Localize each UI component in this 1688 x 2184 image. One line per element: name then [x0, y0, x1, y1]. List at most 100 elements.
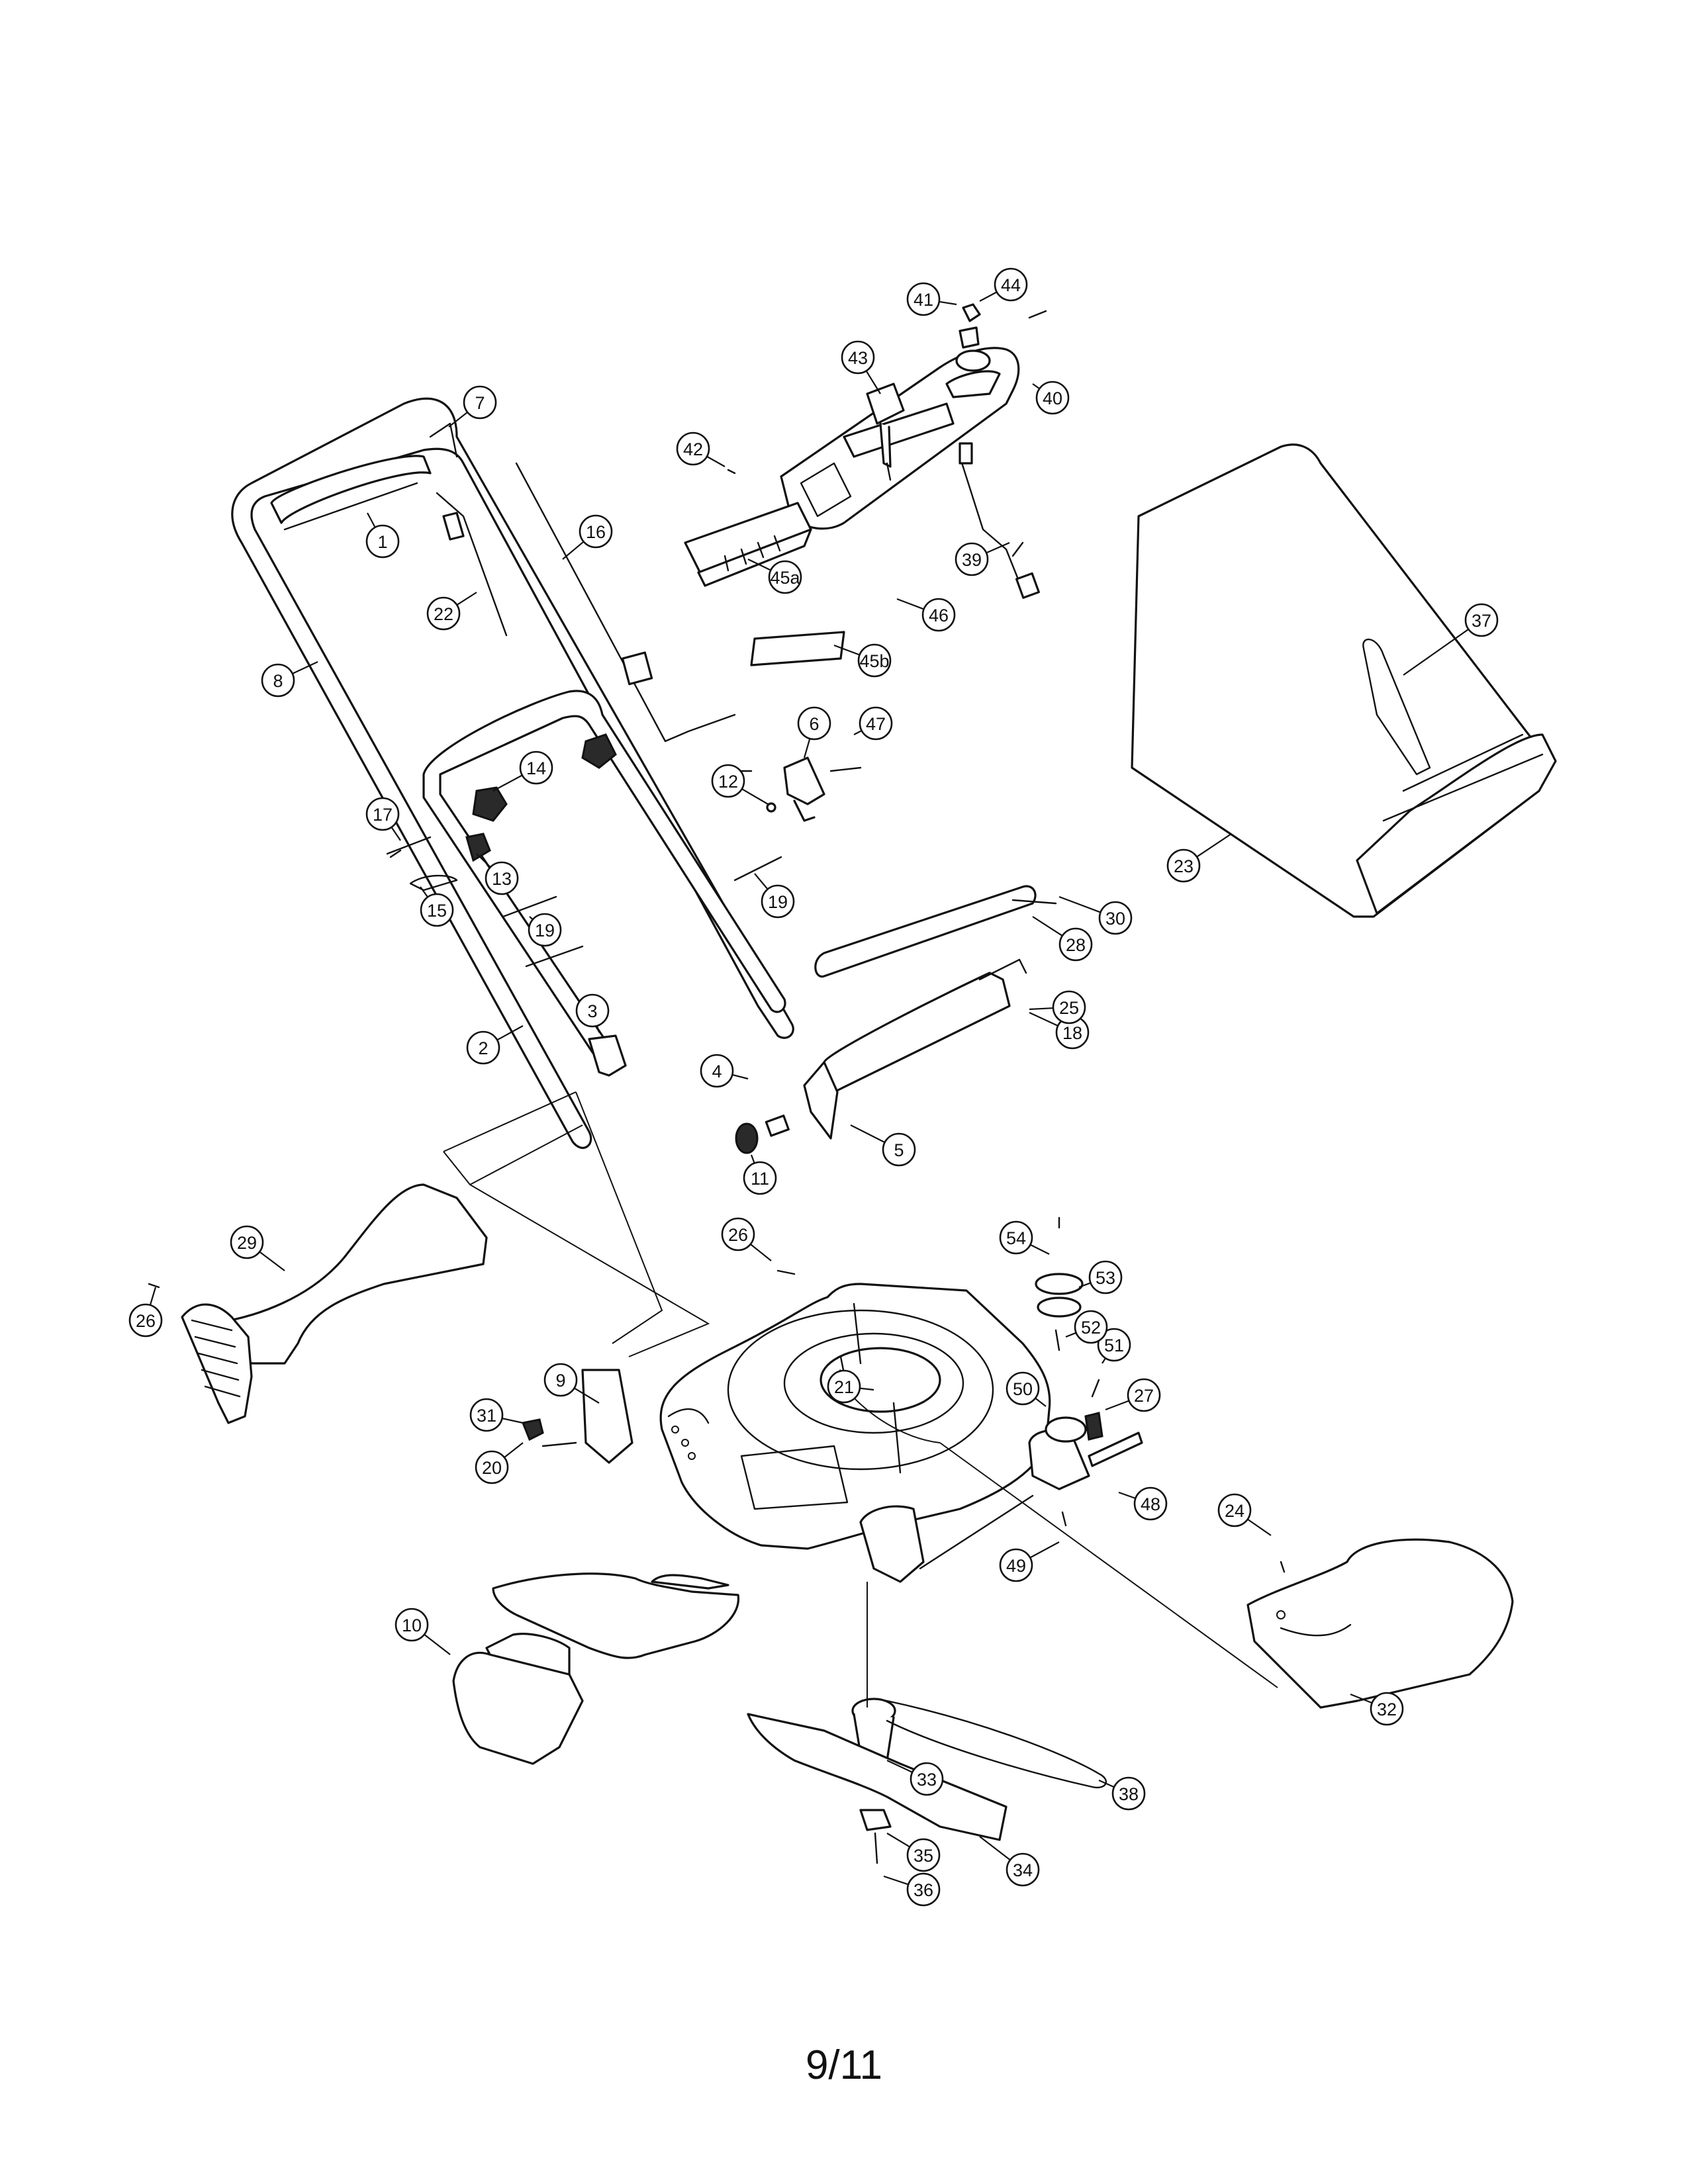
callout-label: 45a	[770, 568, 800, 588]
callout-c47: 47	[853, 706, 893, 741]
callout-c13: 13	[476, 853, 519, 895]
callout-label: 8	[273, 671, 283, 691]
mulch-plug	[492, 1572, 740, 1659]
callout-leader	[292, 661, 318, 674]
callout-label: 31	[477, 1406, 496, 1426]
callout-circle	[1217, 1493, 1252, 1527]
callout-leader	[883, 1875, 909, 1886]
callout-label: 12	[718, 772, 738, 792]
callout-circle	[1464, 603, 1499, 637]
callout-label: 51	[1104, 1336, 1124, 1355]
callout-circle	[128, 1303, 163, 1338]
callout-c49: 49	[999, 1541, 1060, 1582]
callout-circle	[519, 751, 553, 785]
callout-c14: 14	[492, 751, 553, 792]
callout-c9: 9	[543, 1363, 600, 1404]
callout-circle	[999, 1220, 1033, 1255]
upper-handle	[231, 397, 794, 1150]
callout-c7: 7	[448, 385, 497, 428]
callout-leader	[741, 788, 769, 805]
callout-label: 17	[373, 805, 393, 825]
callout-leader	[1029, 1244, 1050, 1255]
callout-label: 35	[914, 1846, 933, 1866]
callout-leader	[1058, 895, 1101, 913]
callout-c19b: 19	[528, 913, 562, 947]
callout-label: 15	[427, 901, 447, 921]
gear-box	[859, 1416, 1143, 1583]
key-and-screws	[727, 303, 1047, 475]
callout-leader	[986, 541, 1010, 554]
callout-c32: 32	[1350, 1692, 1404, 1726]
callout-leader	[865, 370, 881, 394]
callout-label: 32	[1377, 1700, 1397, 1719]
callout-label: 29	[237, 1233, 257, 1253]
callout-leader	[1029, 1007, 1054, 1011]
callout-c11: 11	[743, 1154, 777, 1195]
callout-leader	[1403, 628, 1470, 676]
rear-wheel-cover	[1246, 1538, 1514, 1709]
callout-leader	[750, 1244, 772, 1261]
blade-washer-bolt	[859, 1809, 892, 1864]
callout-label: 43	[848, 348, 868, 368]
callout-c23: 23	[1166, 833, 1232, 883]
callout-circle	[1035, 381, 1070, 415]
callout-c31: 31	[469, 1398, 524, 1432]
callout-label: 10	[402, 1615, 422, 1635]
callout-circle	[910, 1762, 944, 1796]
callout-leader	[391, 827, 401, 841]
callout-leader	[1196, 833, 1232, 858]
callout-circle	[365, 797, 400, 831]
callout-circle	[1111, 1776, 1146, 1811]
callout-label: 24	[1225, 1501, 1244, 1521]
callout-c3: 3	[575, 993, 610, 1033]
callout-label: 13	[492, 869, 512, 889]
callout-c41: 41	[906, 282, 957, 316]
callout-circle	[1098, 901, 1133, 935]
callout-leader	[754, 873, 769, 890]
callout-circle	[426, 596, 461, 631]
callout-leader	[1118, 1491, 1136, 1500]
callout-c36: 36	[883, 1872, 941, 1907]
callout-leader	[939, 300, 957, 306]
callout-leader	[1078, 1282, 1091, 1289]
callout-leader	[596, 1025, 600, 1033]
callout-c6: 6	[797, 706, 831, 758]
callout-leader	[803, 738, 811, 758]
callout-label: 3	[587, 1001, 597, 1021]
callout-label: 25	[1059, 998, 1079, 1018]
callout-circle	[475, 1450, 509, 1484]
callout-leader	[1032, 916, 1063, 936]
callout-circle	[543, 1363, 578, 1397]
callout-circle	[365, 524, 400, 559]
callout-label: 34	[1013, 1860, 1033, 1880]
callout-label: 53	[1096, 1268, 1115, 1288]
callout-leader	[496, 1025, 524, 1041]
callout-c30: 30	[1058, 895, 1133, 935]
callout-c4: 4	[700, 1054, 749, 1088]
callout-c1: 1	[365, 512, 400, 559]
callout-label: 46	[929, 606, 949, 625]
callout-leader	[149, 1287, 157, 1306]
callout-leader	[1029, 1541, 1060, 1559]
callout-label: 23	[1174, 856, 1194, 876]
callout-leader	[731, 1073, 749, 1080]
callout-c16: 16	[562, 514, 613, 560]
callout-label: 40	[1043, 388, 1062, 408]
callout-label: 28	[1066, 935, 1086, 955]
callout-circle	[1370, 1692, 1404, 1726]
callout-leader	[979, 291, 998, 302]
callout-c27: 27	[1105, 1378, 1161, 1412]
callout-c26a: 26	[128, 1287, 163, 1338]
callout-c38: 38	[1098, 1776, 1146, 1811]
callout-c45b: 45b	[833, 643, 892, 678]
callout-c51: 51	[1097, 1328, 1131, 1364]
callout-leader	[492, 774, 523, 792]
callout-leader	[1065, 1332, 1077, 1338]
callout-circle	[261, 663, 295, 698]
callout-c8: 8	[261, 661, 318, 698]
callout-leader	[1032, 383, 1040, 390]
callout-leader	[833, 644, 860, 656]
callout-c5: 5	[850, 1124, 916, 1167]
callout-leader	[747, 559, 771, 571]
charger	[866, 383, 905, 481]
